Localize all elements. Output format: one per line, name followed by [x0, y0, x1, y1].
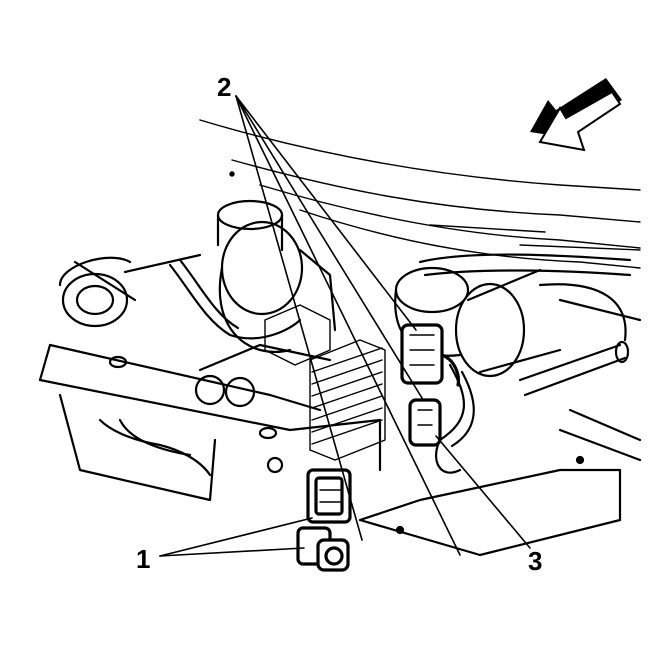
- callout-3: 3: [528, 546, 542, 576]
- callout-1: 1: [136, 544, 150, 574]
- body-outline: [199, 119, 641, 269]
- finned-module: [264, 304, 386, 461]
- leader-line-3: [435, 435, 531, 549]
- leader-lines-1: [159, 517, 313, 557]
- pipes: [418, 253, 642, 397]
- frame-rail: [358, 408, 642, 557]
- air-pump: [394, 266, 627, 378]
- leader-lines-2: [235, 95, 461, 556]
- connector-1-lower: [296, 526, 350, 572]
- direction-arrow-icon: [530, 78, 622, 152]
- compressor: [216, 199, 337, 353]
- connector-2-upper: [400, 323, 461, 387]
- callout-2: 2: [217, 72, 231, 102]
- cross-member: [38, 343, 382, 502]
- connector-2-lower: [408, 398, 442, 447]
